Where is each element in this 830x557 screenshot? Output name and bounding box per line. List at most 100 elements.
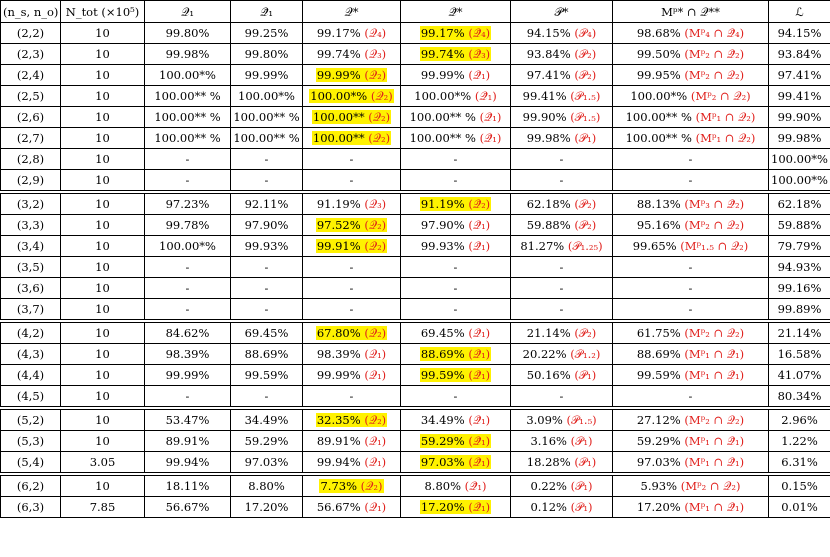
cell-value: 1.22% [781,434,818,448]
value-text: 97.03% [420,455,465,469]
value-text: 91.19% [420,197,465,211]
cell-value: 100.00*% [771,152,828,166]
table-cell: (3,7) [0,298,61,322]
table-cell: 0.12% (𝒫₁) [510,496,613,518]
value-text: - [559,281,564,295]
selection-tag: (Mᵖ₁ ∩ 𝒬̃₁) [684,434,745,448]
selection-tag: (𝒫₁) [574,455,597,469]
table-cell: - [400,385,511,409]
cell-value: 93.84% (𝒫₂) [527,47,596,61]
table-cell: - [612,385,769,409]
table-cell: 10 [60,214,145,236]
header-cell: 𝒬̃₁ [230,0,303,23]
value-text: - [688,389,693,403]
value-text: (2,4) [16,68,45,82]
cell-value: 10 [95,110,110,124]
selection-tag: (𝒬₁) [364,455,387,469]
cell-value: 10 [95,47,110,61]
value-text: 99.99% [316,68,361,82]
table-cell: 10 [60,127,145,149]
value-text: 34.49% [420,413,465,427]
selection-tag: (Mᵖ₂ ∩ 𝒬₂) [684,68,745,82]
table-cell: 94.93% [768,256,830,278]
value-text: 27.12% [636,413,681,427]
value-text: 98.39% [316,347,361,361]
table-cell: 95.16% (Mᵖ₂ ∩ 𝒬₂) [612,214,769,236]
table-cell: - [612,148,769,170]
selection-tag: (Mᵖ₂ ∩ 𝒬̃₂) [684,47,745,61]
value-text: 94.93% [777,260,822,274]
value-text: (4,3) [16,347,45,361]
cell-value: 98.68% (Mᵖ₄ ∩ 𝒬̃₄) [637,26,744,40]
value-text: 10 [95,197,110,211]
selection-tag: (𝒬̃₁) [468,347,491,361]
table-cell: 99.91% (𝒬₂) [302,235,401,257]
table-cell: 99.94% [144,451,231,475]
value-text: 8.80% [424,479,462,493]
value-text: 99.95% [636,68,681,82]
table-cell: (2,7) [0,127,61,149]
header-cell: 𝒫* [510,0,613,23]
value-text: 2.96% [781,413,818,427]
selection-tag: (𝒫₂) [574,197,597,211]
selection-tag: (𝒬₂) [370,89,393,103]
cell-value: (6,3) [17,500,44,514]
value-text: - [264,260,269,274]
table-cell: 100.00** % (𝒬̃₁) [400,127,511,149]
cell-value: (2,7) [17,131,44,145]
value-text: 100.00*% [159,68,216,82]
table-cell: 88.69% (Mᵖ₁ ∩ 𝒬̃₁) [612,343,769,365]
cell-value: 53.47% [166,413,210,427]
selection-tag: (𝒬₁) [364,434,387,448]
table-cell: 0.01% [768,496,830,518]
value-text: 59.29% [420,434,465,448]
cell-value: 99.90% [778,110,822,124]
cell-value: - [186,302,190,316]
value-text: - [349,173,354,187]
value-text: 97.41% [777,68,822,82]
value-text: - [688,281,693,295]
cell-value: (2,9) [17,173,44,187]
value-text: 99.41% [777,89,822,103]
table-cell: 99.99% (𝒬̃₁) [400,64,511,86]
table-cell: (3,6) [0,277,61,299]
value-text: 18.28% [526,455,571,469]
value-text: 7.73% [320,479,358,493]
cell-value: 34.49% (𝒬̃₁) [421,413,490,427]
cell-value: (2,2) [17,26,44,40]
highlighted-value: 67.80% (𝒬₂) [315,326,388,340]
table-cell: 97.52% (𝒬₂) [302,214,401,236]
cell-value: 59.88% (𝒫₂) [527,218,596,232]
table-cell: 21.14% [768,319,830,344]
cell-value: 59.29% [245,434,289,448]
table-cell: 10 [60,364,145,386]
cell-value: 97.90% [245,218,289,232]
table-cell: 10 [60,148,145,170]
value-text: 8.80% [248,479,285,493]
table-cell: 17.20% (𝒬̃₁) [400,496,511,518]
table-cell: - [400,277,511,299]
table-cell: 59.88% [768,214,830,236]
cell-value: (4,5) [17,389,44,403]
table-cell: 99.98% [144,43,231,65]
value-text: 100.00*% [310,89,368,103]
selection-tag: (𝒬̃₁) [464,479,487,493]
cell-value: 99.99% (𝒬₁) [317,368,386,382]
cell-value: 99.89% [778,302,822,316]
value-text: 88.69% [244,347,289,361]
value-text: 32.35% [316,413,361,427]
cell-value: - [454,152,458,166]
selection-tag: (𝒫₁) [574,131,597,145]
table-cell: 69.45% (𝒬̃₁) [400,319,511,344]
value-text: - [453,152,458,166]
value-text: 10 [95,26,110,40]
table-cell: 99.78% [144,214,231,236]
cell-value: 10 [95,89,110,103]
highlighted-value: 100.00*% (𝒬₂) [309,89,394,103]
cell-value: 10 [95,152,110,166]
value-text: 99.25% [244,26,289,40]
selection-tag: (Mᵖ₁ ∩ 𝒬̃₁) [684,347,745,361]
value-text: 10 [95,239,110,253]
cell-value: 99.90% (𝒫₁.₅) [523,110,601,124]
